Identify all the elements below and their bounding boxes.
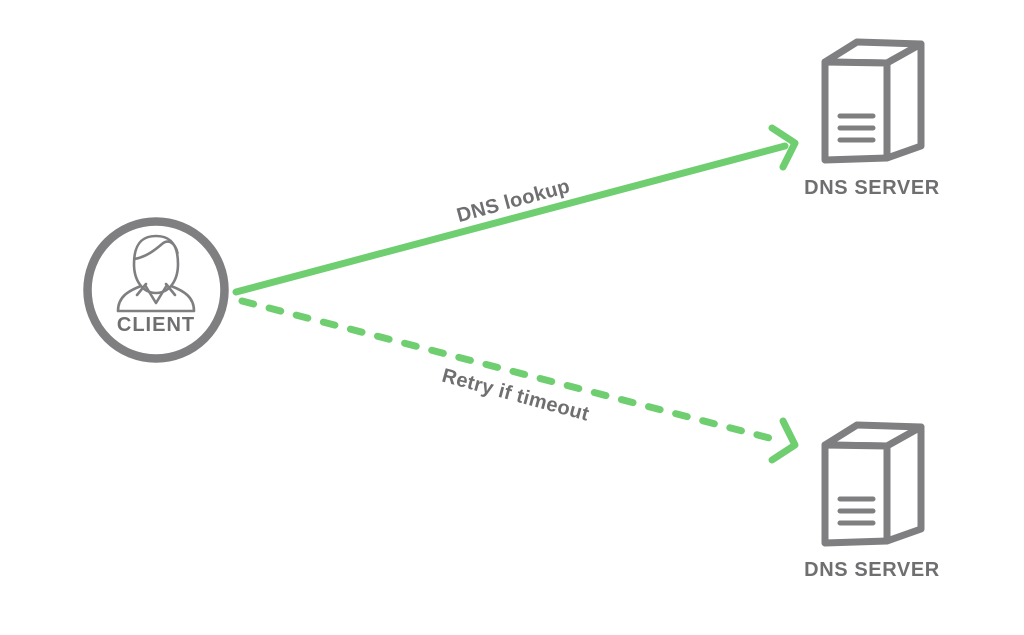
dns-lookup-arrow: DNS lookup bbox=[232, 124, 799, 296]
server-top-label: DNS SERVER bbox=[804, 177, 940, 199]
client-label: CLIENT bbox=[117, 314, 195, 336]
server-bottom-label: DNS SERVER bbox=[804, 559, 940, 581]
dns-server-top: DNS SERVER bbox=[804, 42, 940, 199]
server-icon bbox=[825, 425, 921, 543]
arrowhead-icon bbox=[768, 124, 799, 171]
dns-lookup-line bbox=[232, 142, 789, 296]
retry-arrow: Retry if timeout bbox=[238, 297, 799, 464]
dns-server-bottom: DNS SERVER bbox=[804, 425, 940, 581]
retry-line bbox=[238, 297, 781, 444]
client-node: CLIENT bbox=[83, 217, 229, 363]
arrowhead-icon bbox=[768, 417, 799, 464]
server-icon bbox=[825, 42, 921, 160]
person-icon bbox=[116, 234, 196, 313]
